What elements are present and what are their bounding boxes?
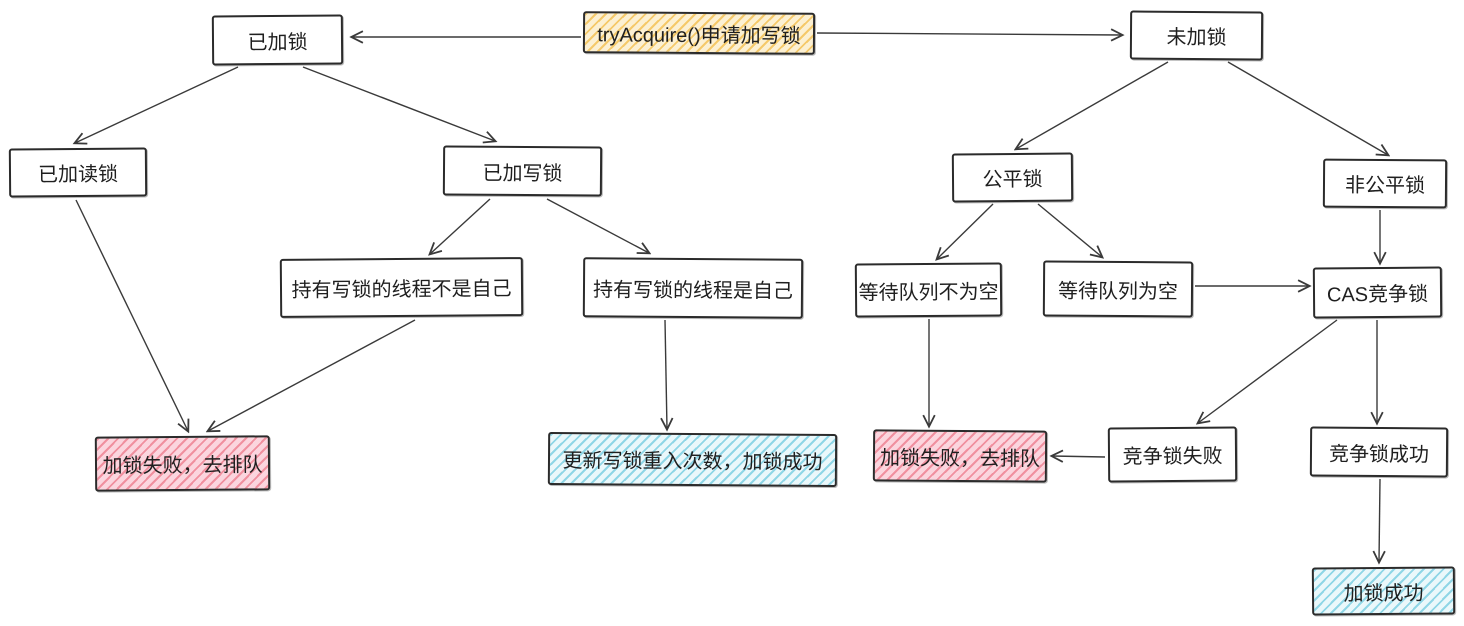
node-cas-compete[interactable]: CAS竞争锁 (1312, 266, 1443, 319)
edge-locked-to-write-locked (302, 66, 495, 141)
node-compete-fail[interactable]: 竞争锁失败 (1107, 426, 1238, 483)
node-unfair-lock[interactable]: 非公平锁 (1322, 158, 1448, 209)
node-queue-empty[interactable]: 等待队列为空 (1042, 260, 1194, 318)
node-unlocked[interactable]: 未加锁 (1129, 10, 1264, 61)
edge-holder-is-self-to-reentry-success (665, 319, 667, 429)
edge-compete-fail-to-fail-queue-right (1052, 456, 1106, 457)
edge-unlocked-to-unfair-lock (1227, 61, 1388, 155)
edge-unlocked-to-fair-lock (1016, 61, 1169, 149)
node-holder-is-self[interactable]: 持有写锁的线程是自己 (582, 257, 804, 319)
edge-holder-not-self-to-fail-queue-left (208, 319, 416, 431)
node-reentry-success[interactable]: 更新写锁重入次数，加锁成功 (547, 431, 838, 488)
edge-fair-lock-to-queue-not-empty (937, 203, 994, 259)
edge-try-acquire-to-unlocked (816, 33, 1122, 35)
node-lock-success[interactable]: 加锁成功 (1311, 566, 1456, 616)
edge-locked-to-read-locked (75, 66, 239, 143)
node-fair-lock[interactable]: 公平锁 (951, 152, 1074, 203)
edge-fair-lock-to-queue-empty (1037, 203, 1102, 257)
node-already-locked[interactable]: 已加锁 (211, 14, 344, 66)
edge-write-locked-to-holder-is-self (546, 198, 649, 253)
node-fail-queue-right[interactable]: 加锁失败，去排队 (872, 429, 1048, 483)
node-compete-success[interactable]: 竞争锁成功 (1309, 426, 1449, 478)
edge-cas-compete-to-compete-fail (1198, 319, 1338, 423)
edge-read-locked-to-fail-queue-left (75, 199, 188, 431)
edge-compete-success-to-lock-success (1379, 478, 1380, 562)
node-write-locked[interactable]: 已加写锁 (442, 145, 603, 197)
node-fail-queue-left[interactable]: 加锁失败，去排队 (94, 435, 271, 492)
edge-write-locked-to-holder-not-self (430, 198, 491, 254)
node-try-acquire[interactable]: tryAcquire()申请加写锁 (582, 11, 816, 55)
node-holder-not-self[interactable]: 持有写锁的线程不是自己 (279, 257, 524, 318)
node-read-locked[interactable]: 已加读锁 (8, 147, 148, 198)
node-queue-not-empty[interactable]: 等待队列不为空 (854, 262, 1003, 318)
